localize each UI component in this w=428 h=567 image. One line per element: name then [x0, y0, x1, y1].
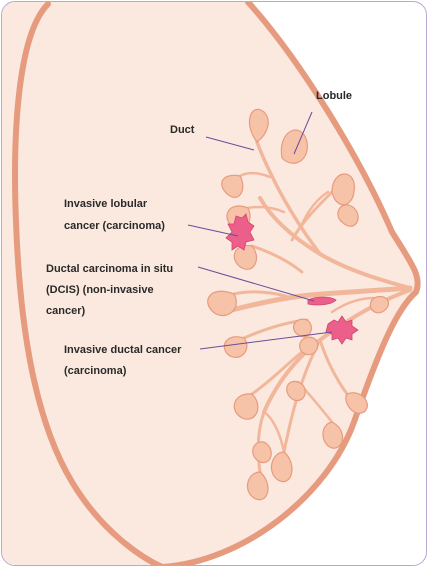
label-lobule: Lobule [316, 90, 352, 102]
label-invasive-ductal-line2: (carcinoma) [64, 365, 127, 377]
label-invasive-lobular-line2: cancer (carcinoma) [64, 220, 165, 232]
label-dcis-line1: Ductal carcinoma in situ [46, 263, 173, 275]
label-dcis-line2: (DCIS) (non-invasive [46, 284, 154, 296]
label-dcis-line3: cancer) [46, 305, 85, 317]
label-invasive-lobular-line1: Invasive lobular [64, 198, 148, 210]
label-duct: Duct [170, 124, 195, 136]
label-invasive-ductal-line1: Invasive ductal cancer [64, 344, 182, 356]
